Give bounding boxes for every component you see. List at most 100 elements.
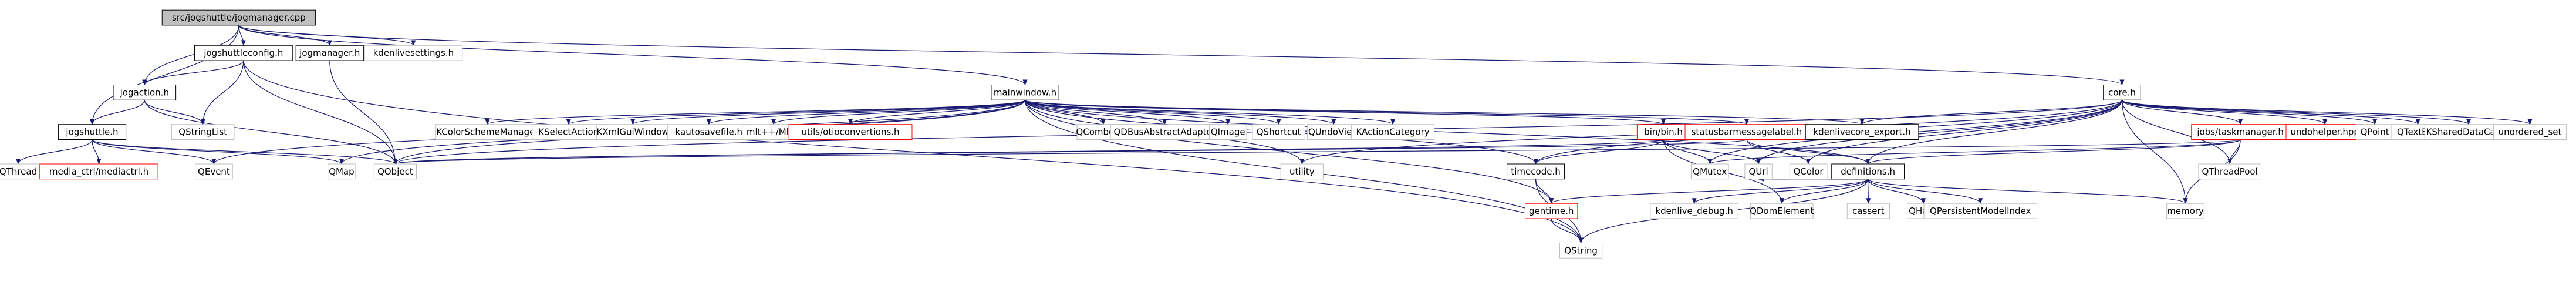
node-kdenlivedebug: kdenlive_debug.h bbox=[1650, 203, 1738, 219]
node-box-memory bbox=[2166, 203, 2204, 219]
node-label-utility: utility bbox=[1289, 166, 1315, 177]
node-label-utilconv: utils/otioconvertions.h bbox=[802, 127, 900, 138]
node-label-definitions: definitions.h bbox=[1841, 166, 1895, 177]
edge-definitions-to-kdenlivedebug bbox=[1692, 179, 1869, 204]
edge-jogshuttleconfig-to-qstring bbox=[243, 61, 1584, 244]
node-jogshuttleconfig[interactable]: jogshuttleconfig.h bbox=[194, 45, 293, 61]
node-box-root bbox=[161, 9, 316, 26]
node-label-kautosave: kautosavefile.h bbox=[676, 127, 742, 138]
node-box-qstring bbox=[1559, 242, 1603, 259]
node-box-undohelper bbox=[2285, 124, 2364, 140]
node-label-qmutex: QMutex bbox=[1693, 166, 1727, 177]
node-box-qmap bbox=[328, 163, 356, 180]
node-memory: memory bbox=[2166, 203, 2204, 219]
node-statusbar[interactable]: statusbarmessagelabel.h bbox=[1684, 124, 1809, 140]
node-definitions[interactable]: definitions.h bbox=[1831, 163, 1905, 180]
edge-core-to-kshared bbox=[2121, 99, 2471, 125]
edge-core-to-qtextedit bbox=[2121, 99, 2420, 125]
node-box-qpoint bbox=[2355, 124, 2394, 140]
edge-core-to-jobs bbox=[2121, 99, 2243, 125]
node-label-undohelper: undohelper.hpp bbox=[2290, 127, 2359, 138]
node-jogshuttle[interactable]: jogshuttle.h bbox=[58, 124, 127, 140]
node-box-cassert bbox=[1846, 203, 1890, 219]
edge-statusbar-to-qobject bbox=[393, 139, 1747, 165]
node-box-mediactrl bbox=[39, 163, 158, 180]
node-box-jogmanager_h bbox=[295, 45, 364, 61]
node-kactioncategory: KActionCategory bbox=[1351, 124, 1435, 140]
edge-core-to-unordered bbox=[2121, 99, 2533, 125]
node-qobject: QObject bbox=[373, 163, 417, 180]
node-box-qobject bbox=[373, 163, 417, 180]
node-label-qthread: QThread bbox=[0, 166, 37, 177]
edge-jogaction-to-qstringlist bbox=[144, 100, 205, 125]
node-gentime[interactable]: gentime.h bbox=[1524, 203, 1578, 219]
node-label-qpersistent: QPersistentModelIndex bbox=[1930, 206, 2031, 216]
node-jogaction[interactable]: jogaction.h bbox=[113, 84, 177, 100]
edge-definitions-to-gentime bbox=[1549, 179, 1869, 204]
node-kselectaction: KSelectAction bbox=[532, 124, 606, 140]
node-box-binbin bbox=[1636, 124, 1690, 140]
node-mainwindow[interactable]: mainwindow.h bbox=[991, 84, 1059, 100]
node-box-qevent bbox=[195, 163, 233, 180]
node-box-qimage bbox=[1208, 124, 1247, 140]
node-label-qshortcut: QShortcut bbox=[1257, 127, 1301, 138]
node-box-jogshuttleconfig bbox=[194, 45, 293, 61]
node-kdenlivesettings: kdenlivesettings.h bbox=[364, 45, 463, 61]
node-utilconv[interactable]: utils/otioconvertions.h bbox=[788, 124, 913, 140]
edge-core-to-qurl bbox=[1756, 100, 2123, 165]
node-box-qshortcut bbox=[1252, 124, 1305, 140]
node-core[interactable]: core.h bbox=[2103, 84, 2141, 100]
node-cassert: cassert bbox=[1846, 203, 1890, 219]
dependency-edges bbox=[16, 25, 2533, 244]
node-root[interactable]: src/jogshuttle/jogmanager.cpp bbox=[161, 9, 316, 26]
node-box-unordered bbox=[2493, 124, 2567, 140]
node-kautosave: kautosavefile.h bbox=[667, 124, 751, 140]
node-label-timecode: timecode.h bbox=[1511, 166, 1560, 177]
node-box-kdenlivecore bbox=[1805, 124, 1919, 140]
edge-jogshuttle-to-mediactrl bbox=[92, 139, 102, 165]
node-utility: utility bbox=[1280, 163, 1324, 180]
node-unordered: unordered_set bbox=[2493, 124, 2567, 140]
node-timecode[interactable]: timecode.h bbox=[1507, 163, 1565, 180]
node-label-statusbar: statusbarmessagelabel.h bbox=[1692, 127, 1802, 138]
node-label-mltpp: mlt++/Mlt.h bbox=[747, 127, 801, 138]
node-box-qdbus bbox=[1110, 124, 1219, 140]
edge-mainwindow-to-qundoview bbox=[1024, 99, 1336, 125]
node-box-core bbox=[2103, 84, 2141, 100]
node-binbin[interactable]: bin/bin.h bbox=[1636, 124, 1690, 140]
node-label-kdenlivedebug: kdenlive_debug.h bbox=[1655, 206, 1733, 217]
node-qimage: QImage bbox=[1208, 124, 1247, 140]
node-qpersistent: QPersistentModelIndex bbox=[1923, 203, 2038, 219]
edge-mainwindow-to-statusbar bbox=[1024, 99, 1749, 125]
node-mediactrl[interactable]: media_ctrl/mediactrl.h bbox=[39, 163, 158, 180]
node-kdenlivecore[interactable]: kdenlivecore_export.h bbox=[1805, 124, 1919, 140]
edge-jogshuttle-to-qmap bbox=[92, 139, 344, 165]
edge-jobs-to-qthreadpool bbox=[2227, 139, 2241, 165]
edge-mainwindow-to-mltpp bbox=[771, 99, 1026, 125]
edge-jogaction-to-jogshuttle bbox=[90, 100, 145, 125]
node-qcolor: QColor bbox=[1789, 163, 1828, 180]
node-box-qdomelement bbox=[1750, 203, 1814, 219]
node-box-gentime bbox=[1524, 203, 1578, 219]
edge-core-to-kdenlivecore bbox=[1859, 99, 2123, 125]
edge-jobs-to-qobject bbox=[393, 139, 2241, 165]
edge-jogaction-to-qobject bbox=[144, 100, 398, 165]
node-box-jogaction bbox=[113, 84, 177, 100]
node-qdbus: QDBusAbstractAdaptor bbox=[1110, 124, 1219, 140]
node-label-kdenlivecore: kdenlivecore_export.h bbox=[1813, 127, 1910, 138]
node-label-qpoint: QPoint bbox=[2361, 127, 2389, 138]
edge-mainwindow-to-kdenlivecore bbox=[1024, 99, 1864, 125]
node-label-kdenlivesettings: kdenlivesettings.h bbox=[373, 48, 454, 58]
edge-statusbar-to-qcolor bbox=[1746, 139, 1811, 165]
node-label-qdomelement: QDomElement bbox=[1750, 206, 1814, 216]
node-jogmanager_h[interactable]: jogmanager.h bbox=[295, 45, 364, 61]
node-undohelper[interactable]: undohelper.hpp bbox=[2285, 124, 2364, 140]
node-qstringlist: QStringList bbox=[171, 124, 235, 140]
edge-core-to-undohelper bbox=[2121, 99, 2328, 125]
node-jobs[interactable]: jobs/taskmanager.h bbox=[2191, 124, 2290, 140]
node-label-core: core.h bbox=[2108, 87, 2136, 98]
node-qthreadpool: QThreadPool bbox=[2198, 163, 2261, 180]
edge-mainwindow-to-qdbus bbox=[1024, 99, 1167, 125]
edge-root-to-jogshuttle bbox=[90, 25, 239, 125]
